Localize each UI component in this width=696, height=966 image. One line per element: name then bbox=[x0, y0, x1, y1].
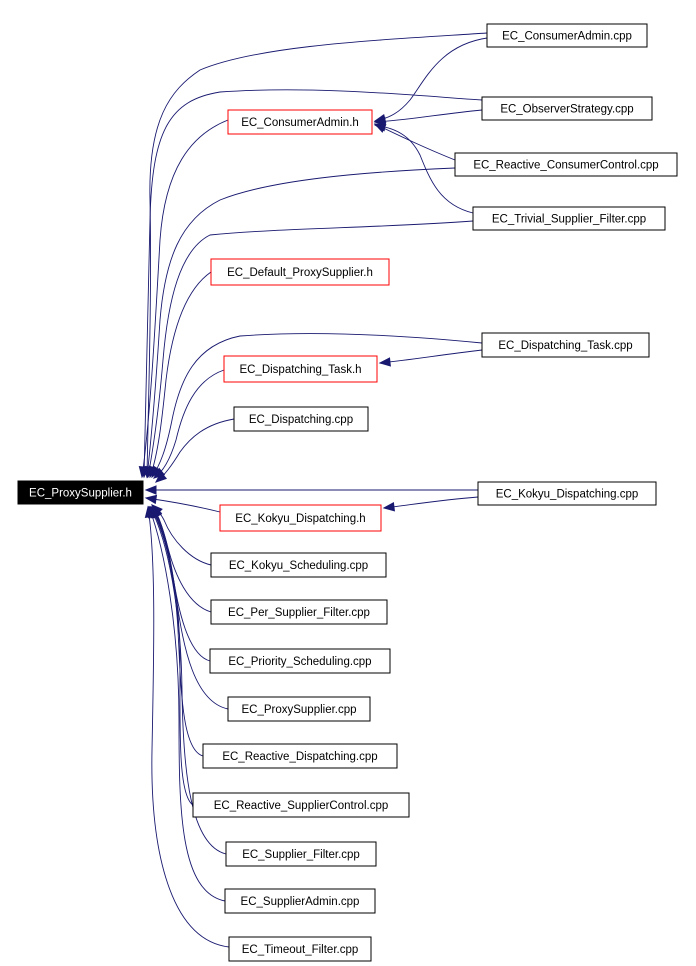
edge-tsf_cpp-to-ca_h bbox=[374, 124, 474, 214]
edge-sf_cpp-to-root bbox=[149, 506, 227, 855]
graph-node[interactable]: EC_Kokyu_Dispatching.cpp bbox=[477, 481, 657, 506]
arrowhead-kd_cpp-to-kd_h bbox=[382, 502, 395, 512]
node-box bbox=[227, 696, 371, 722]
node-label: EC_Default_ProxySupplier.h bbox=[227, 267, 373, 279]
edge-dt_h-to-root bbox=[153, 369, 225, 479]
node-box bbox=[209, 648, 391, 674]
arrowhead-layer bbox=[138, 113, 395, 519]
edge-rd_cpp-to-root bbox=[151, 506, 204, 757]
edge-rcc_cpp-to-root bbox=[146, 167, 456, 478]
node-label: EC_Reactive_Dispatching.cpp bbox=[222, 751, 377, 763]
graph-node[interactable]: EC_SupplierAdmin.cpp bbox=[224, 888, 376, 914]
graph-node[interactable]: EC_Dispatching.cpp bbox=[233, 406, 369, 432]
node-label: EC_Kokyu_Dispatching.h bbox=[235, 513, 365, 525]
graph-node[interactable]: EC_Dispatching_Task.cpp bbox=[481, 332, 650, 358]
edge-sa_cpp-to-root bbox=[148, 506, 226, 902]
edge-psf_cpp-to-root bbox=[152, 505, 212, 613]
edge-ca_cpp-to-ca_h bbox=[374, 37, 488, 122]
edge-tsf_cpp-to-root bbox=[147, 220, 474, 478]
node-label: EC_Dispatching_Task.cpp bbox=[498, 340, 632, 352]
node-label: EC_Per_Supplier_Filter.cpp bbox=[228, 607, 370, 619]
node-box bbox=[227, 109, 373, 135]
node-layer: EC_ConsumerAdmin.cppEC_ConsumerAdmin.hEC… bbox=[17, 23, 678, 962]
edge-dt_cpp-to-dt_h bbox=[379, 349, 483, 364]
node-label: EC_Dispatching.cpp bbox=[249, 414, 353, 426]
node-label: EC_Kokyu_Dispatching.cpp bbox=[496, 489, 639, 501]
graph-node[interactable]: EC_Per_Supplier_Filter.cpp bbox=[210, 599, 388, 625]
node-box bbox=[233, 406, 369, 432]
graph-node[interactable]: EC_ObserverStrategy.cpp bbox=[481, 96, 653, 121]
node-label: EC_Kokyu_Scheduling.cpp bbox=[229, 560, 368, 572]
arrowhead-dt_cpp-to-dt_h bbox=[378, 357, 391, 367]
focus-node[interactable]: EC_ProxySupplier.h bbox=[17, 480, 144, 505]
graph-node[interactable]: EC_ConsumerAdmin.h bbox=[227, 109, 373, 135]
node-box bbox=[472, 206, 666, 231]
node-box bbox=[454, 152, 678, 177]
node-box bbox=[228, 936, 372, 962]
node-label: EC_Reactive_SupplierControl.cpp bbox=[214, 800, 389, 812]
edge-os_cpp-to-ca_h bbox=[374, 109, 483, 123]
arrowhead-tsf_cpp-to-ca_h bbox=[373, 122, 387, 132]
graph-node[interactable]: EC_Priority_Scheduling.cpp bbox=[209, 648, 391, 674]
node-label: EC_Trivial_Supplier_Filter.cpp bbox=[492, 214, 646, 226]
arrowhead-kd_h-to-root bbox=[144, 494, 158, 505]
focus-node-label: EC_ProxySupplier.h bbox=[29, 488, 132, 500]
node-box bbox=[481, 332, 650, 358]
node-box bbox=[224, 888, 376, 914]
node-label: EC_Timeout_Filter.cpp bbox=[242, 944, 359, 956]
graph-node[interactable]: EC_Reactive_ConsumerControl.cpp bbox=[454, 152, 678, 177]
graph-node[interactable]: EC_Default_ProxySupplier.h bbox=[210, 258, 390, 286]
focus-node-box bbox=[17, 480, 144, 505]
arrowhead-ca_h-to-root bbox=[138, 465, 149, 479]
node-box bbox=[192, 792, 410, 818]
node-label: EC_ObserverStrategy.cpp bbox=[500, 104, 633, 116]
graph-node[interactable]: EC_Kokyu_Scheduling.cpp bbox=[210, 552, 387, 578]
edge-os_cpp-to-root bbox=[143, 89, 483, 478]
node-label: EC_ProxySupplier.cpp bbox=[241, 704, 356, 716]
graph-node[interactable]: EC_Reactive_Dispatching.cpp bbox=[202, 743, 398, 769]
graph-node[interactable]: EC_Supplier_Filter.cpp bbox=[225, 841, 377, 867]
graph-node[interactable]: EC_ProxySupplier.cpp bbox=[227, 696, 371, 722]
edge-ca_cpp-to-root bbox=[146, 32, 488, 478]
edge-rsc_cpp-to-root bbox=[150, 506, 194, 806]
node-box bbox=[210, 599, 388, 625]
node-label: EC_Priority_Scheduling.cpp bbox=[228, 656, 371, 668]
edge-kd_cpp-to-kd_h bbox=[383, 496, 479, 509]
node-label: EC_Reactive_ConsumerControl.cpp bbox=[473, 160, 658, 172]
graph-node[interactable]: EC_Timeout_Filter.cpp bbox=[228, 936, 372, 962]
graph-node[interactable]: EC_Dispatching_Task.h bbox=[223, 355, 378, 383]
graph-node[interactable]: EC_Reactive_SupplierControl.cpp bbox=[192, 792, 410, 818]
edge-dt_cpp-to-root bbox=[151, 333, 483, 478]
edge-tf_cpp-to-root bbox=[147, 506, 230, 948]
node-box bbox=[477, 481, 657, 506]
edge-ca_h-to-root bbox=[141, 119, 229, 478]
node-box bbox=[486, 23, 648, 48]
graph-node[interactable]: EC_Kokyu_Dispatching.h bbox=[219, 504, 382, 532]
edge-d_cpp-to-root bbox=[155, 418, 235, 483]
edge-dps_h-to-root bbox=[149, 271, 212, 478]
arrowhead-d_cpp-to-root bbox=[154, 471, 168, 483]
node-label: EC_ConsumerAdmin.h bbox=[241, 117, 359, 129]
node-box bbox=[219, 504, 382, 532]
node-box bbox=[223, 355, 378, 383]
node-label: EC_Dispatching_Task.h bbox=[239, 364, 361, 376]
graph-node[interactable]: EC_ConsumerAdmin.cpp bbox=[486, 23, 648, 48]
edge-rcc_cpp-to-ca_h bbox=[374, 123, 456, 161]
node-box bbox=[210, 552, 387, 578]
node-label: EC_Supplier_Filter.cpp bbox=[242, 849, 360, 861]
node-box bbox=[202, 743, 398, 769]
node-label: EC_SupplierAdmin.cpp bbox=[241, 896, 360, 908]
node-box bbox=[210, 258, 390, 286]
arrowhead-kd_cpp-to-root bbox=[144, 485, 157, 495]
node-label: EC_ConsumerAdmin.cpp bbox=[502, 31, 632, 43]
arrowhead-tf_cpp-to-root bbox=[144, 505, 155, 519]
graph-node[interactable]: EC_Trivial_Supplier_Filter.cpp bbox=[472, 206, 666, 231]
node-box bbox=[481, 96, 653, 121]
node-box bbox=[225, 841, 377, 867]
